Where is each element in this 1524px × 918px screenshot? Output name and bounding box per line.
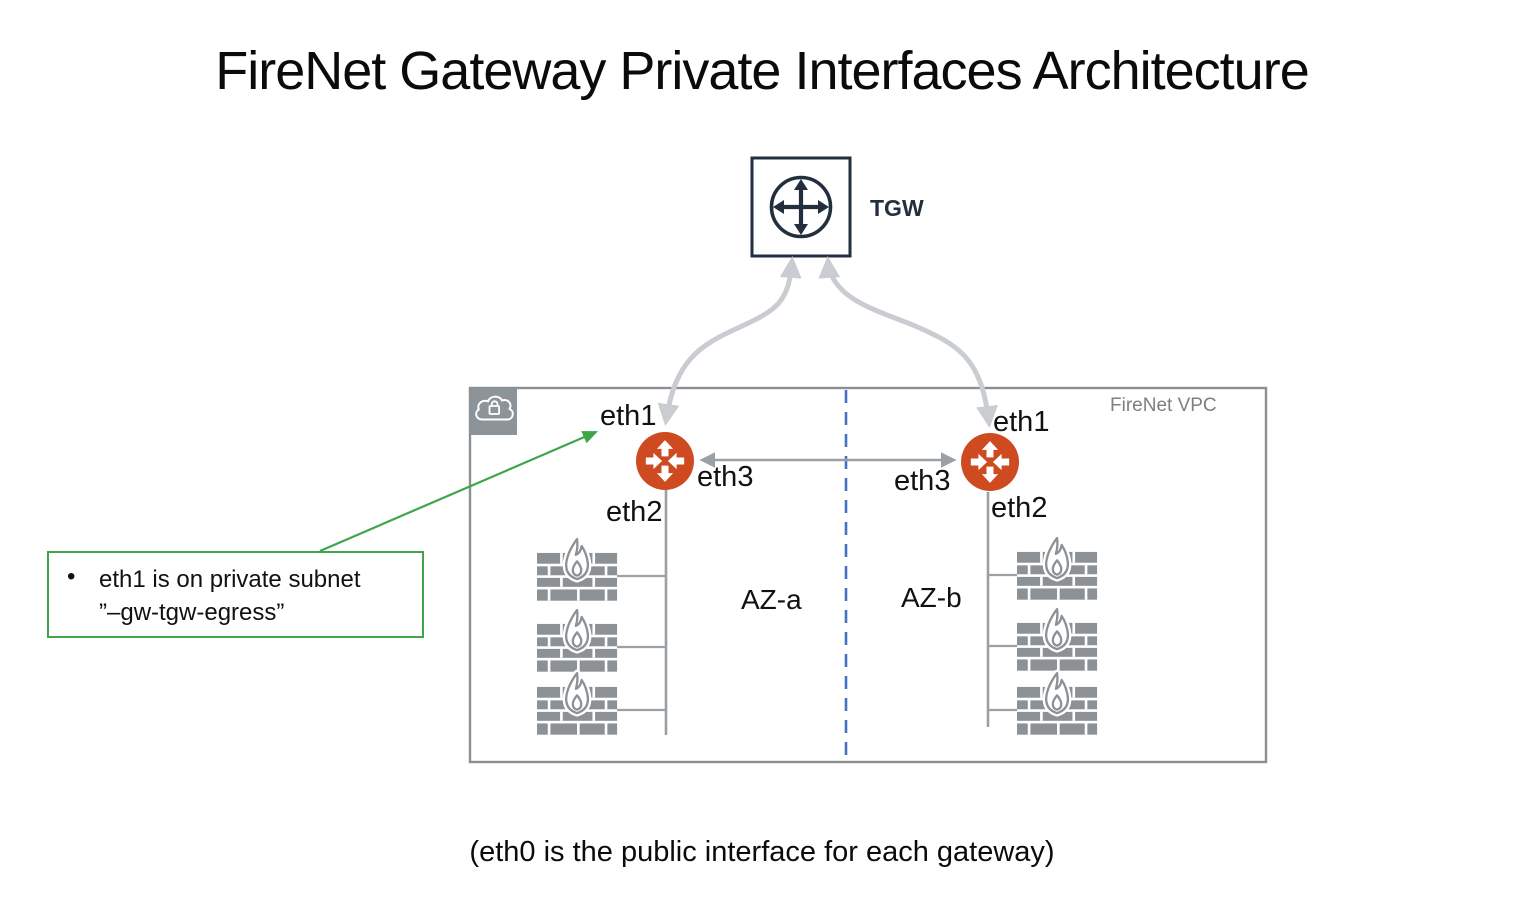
annotation-text: eth1 is on private subnet ”–gw-tgw-egres… xyxy=(99,563,361,629)
page-title: FireNet Gateway Private Interfaces Archi… xyxy=(215,41,1309,101)
gateway-icon-right xyxy=(961,433,1019,491)
tgw-connection-arrow-right xyxy=(818,256,998,428)
az-a-label: AZ-a xyxy=(741,584,802,615)
gateway-left-eth1-label: eth1 xyxy=(600,400,657,432)
vpc-cloud-lock-icon xyxy=(470,388,517,435)
annotation-bullet: • xyxy=(67,563,76,590)
tgw-connection-arrow-left xyxy=(657,256,802,426)
gateway-icon-left xyxy=(636,432,694,490)
gateway-right-eth1-label: eth1 xyxy=(993,406,1050,438)
gateway-left-eth2-label: eth2 xyxy=(606,496,663,528)
annotation-line2: ”–gw-tgw-egress” xyxy=(99,599,285,626)
annotation-box: • eth1 is on private subnet ”–gw-tgw-egr… xyxy=(47,551,424,638)
annotation-line1: eth1 is on private subnet xyxy=(99,566,361,593)
annotation-pointer-arrow xyxy=(319,430,599,553)
gateway-right-eth2-label: eth2 xyxy=(991,492,1048,524)
footnote-caption: (eth0 is the public interface for each g… xyxy=(469,836,1055,868)
transit-gateway-icon xyxy=(750,156,852,258)
tgw-label: TGW xyxy=(870,195,924,221)
vpc-label: FireNet VPC xyxy=(1110,395,1217,416)
gateway-right-eth3-label: eth3 xyxy=(894,465,951,497)
az-b-label: AZ-b xyxy=(901,582,962,613)
gateway-left-eth3-label: eth3 xyxy=(697,461,754,493)
